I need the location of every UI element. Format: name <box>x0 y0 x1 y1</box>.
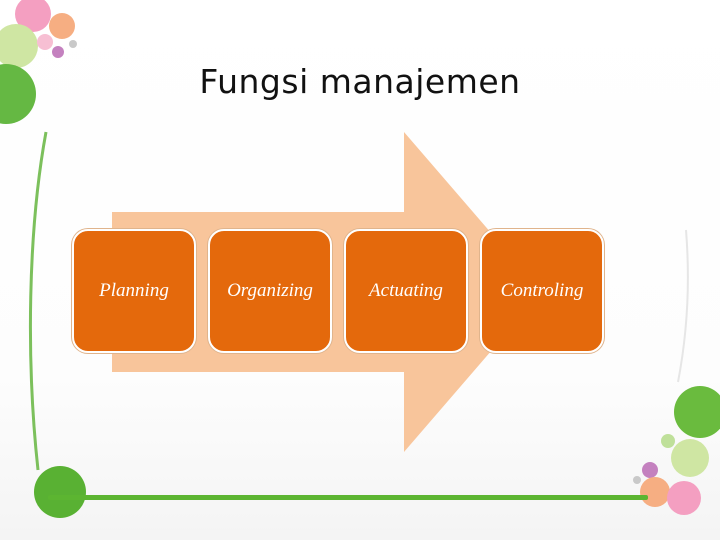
decor-circle-lightgreen-right <box>671 439 709 477</box>
decor-circle-lightgreen <box>0 24 38 68</box>
decor-circle-gray-right <box>633 476 641 484</box>
step-controling: Controling <box>480 229 604 353</box>
decor-circle-green-right <box>674 386 720 438</box>
decor-circle-gray <box>69 40 77 48</box>
decor-circle-lightgreen-small <box>661 434 675 448</box>
bottom-accent-bar <box>48 495 648 500</box>
step-label: Planning <box>99 280 169 301</box>
decor-circle-pink <box>15 0 51 32</box>
step-row: Planning Organizing Actuating Controling <box>72 229 608 355</box>
step-label: Actuating <box>369 280 443 301</box>
decor-circle-purple <box>52 46 64 58</box>
step-actuating: Actuating <box>344 229 468 353</box>
decor-circle-green-bottom <box>34 466 86 518</box>
decor-circle-peach <box>49 13 75 39</box>
decor-left-curve <box>28 131 48 471</box>
decor-circle-green <box>0 64 36 124</box>
slide-title: Fungsi manajemen <box>199 62 521 101</box>
decor-circle-purple-right <box>642 462 658 478</box>
step-organizing: Organizing <box>208 229 332 353</box>
decor-circle-pink-right <box>667 481 701 515</box>
decor-circle-peach-right <box>640 477 670 507</box>
step-planning: Planning <box>72 229 196 353</box>
decor-circle-pink-small <box>37 34 53 50</box>
step-label: Controling <box>500 280 584 301</box>
decor-right-curve <box>677 229 689 383</box>
step-label: Organizing <box>227 280 313 301</box>
